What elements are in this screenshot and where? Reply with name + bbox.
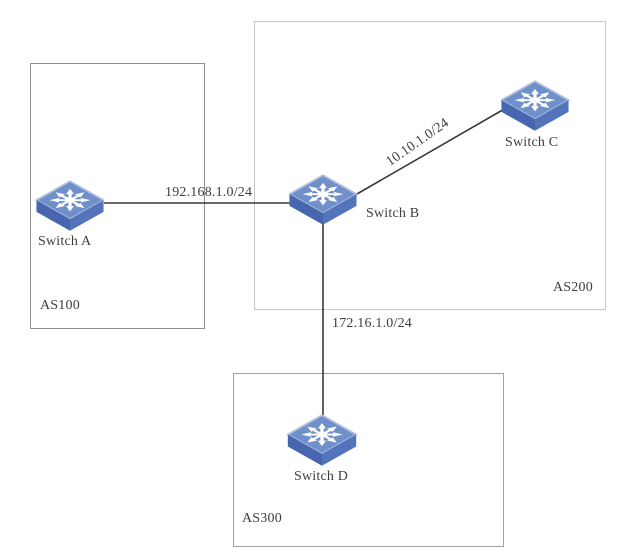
switch-d-label: Switch D — [294, 469, 349, 484]
as300-boundary-box — [233, 373, 504, 547]
switch-d-icon — [286, 413, 358, 468]
as200-boundary-box — [254, 21, 606, 310]
link-ab-subnet-label: 192.168.1.0/24 — [165, 185, 253, 200]
switch-a-label: Switch A — [38, 234, 92, 249]
switch-b-label: Switch B — [366, 206, 420, 221]
link-switch-b-switch-c — [349, 107, 507, 199]
switch-c-label: Switch C — [505, 135, 559, 150]
switch-a-icon — [35, 179, 105, 233]
as200-label: AS200 — [553, 280, 593, 295]
as300-label: AS300 — [242, 511, 282, 526]
switch-b-icon — [288, 173, 358, 227]
switch-c-icon — [500, 79, 570, 133]
as100-label: AS100 — [40, 298, 80, 313]
as100-boundary-box — [30, 63, 205, 329]
link-bd-subnet-label: 172.16.1.0/24 — [332, 316, 412, 331]
